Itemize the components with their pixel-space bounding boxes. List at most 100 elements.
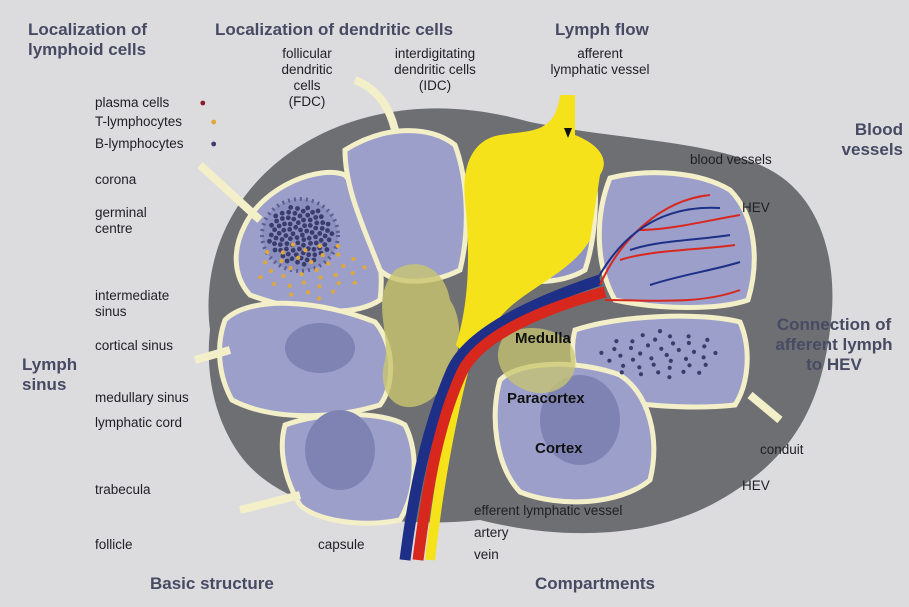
lymphocyte-dot [301,218,306,223]
lymphocyte-dot [297,247,302,252]
lymphocyte-dot [317,296,321,300]
heading-lymph-flow: Lymph flow [555,20,649,40]
lymphocyte-dot [618,354,622,358]
lymphocyte-dot [273,248,278,253]
lymphocyte-dot [295,260,300,265]
lymphocyte-dot [333,273,337,277]
lymphocyte-dot [279,259,283,263]
lymphocyte-dot [639,372,643,376]
lymphocyte-dot [351,271,355,275]
lymphocyte-dot [319,214,324,219]
label-corona: corona [95,172,136,188]
lymphocyte-dot [677,348,681,352]
lymphocyte-dot [211,142,216,147]
lymphocyte-dot [319,275,323,279]
lymphocyte-dot [288,284,292,288]
lymphocyte-dot [301,243,306,248]
lymphocyte-dot [263,260,267,264]
lymphocyte-dot [668,334,672,338]
lymphocyte-dot [631,358,635,362]
lymphocyte-dot [306,252,311,257]
label-fdc: follicular dendritic cells (FDC) [262,46,352,110]
lymphocyte-dot [612,347,616,351]
lymphocyte-dot [301,237,306,242]
lymphocyte-dot [290,256,295,261]
lymphocyte-dot [687,334,691,338]
label-trabecula: trabecula [95,482,151,498]
lymphocyte-dot [300,233,305,238]
lymphocyte-dot [281,250,285,254]
lymphocyte-dot [665,353,669,357]
label-afferent: afferent lymphatic vessel [545,46,655,78]
label-idc: interdigitating dendritic cells (IDC) [380,46,490,94]
lymphocyte-dot [653,338,657,342]
lymphocyte-dot [316,209,321,214]
lymphocyte-dot [211,120,216,125]
lymphocyte-dot [607,359,611,363]
compartment-cortex: Cortex [535,440,583,457]
lymphocyte-dot [278,242,283,247]
follicle-shape [305,410,375,490]
heading-connection: Connection of afferent lymph to HEV [760,315,908,375]
label-lymphatic-cord: lymphatic cord [95,415,182,431]
lymphocyte-dot [681,370,685,374]
lymphocyte-dot [312,247,317,252]
lymphocyte-dot [286,252,291,257]
lymphocyte-dot [641,333,645,337]
lymphocyte-dot [667,375,671,379]
lymphocyte-dot [326,262,330,266]
label-germinal-centre: germinal centre [95,205,147,237]
lymphocyte-dot [296,220,301,225]
lymphocyte-dot [325,228,330,233]
lymphocyte-dot [620,370,624,374]
lymphocyte-dot [310,230,315,235]
lymphocyte-dot [272,282,276,286]
lymphocyte-dot [687,363,691,367]
lymphocyte-dot [277,224,282,229]
lymphocyte-dot [652,363,656,367]
lymphocyte-dot [304,229,309,234]
heading-localization-lymphoid: Localization of lymphoid cells [28,20,147,60]
heading-blood-vessels: Blood vessels [785,120,903,160]
lymphocyte-dot [288,222,293,227]
lymphocyte-dot [317,231,322,236]
lymphocyte-dot [272,241,277,246]
label-hev-top: HEV [742,200,770,216]
lymphocyte-dot [336,253,340,257]
label-conduit: conduit [760,442,804,458]
lymphocyte-dot [323,234,328,239]
lymphocyte-dot [284,233,289,238]
legend-t-lymphocytes: T-lymphocytes [95,114,182,130]
legend-b-lymphocytes: B-lymphocytes [95,136,184,152]
lymphocyte-dot [638,351,642,355]
lymphocyte-dot [669,359,673,363]
lymphocyte-dot [310,210,315,215]
lymphocyte-dot [293,211,298,216]
lymphocyte-dot [705,338,709,342]
lymphocyte-dot [269,223,274,228]
lymphocyte-dot [318,244,322,248]
lymphocyte-dot [327,237,332,242]
lymphocyte-dot [306,290,310,294]
heading-lymph-sinus: Lymph sinus [22,355,77,395]
lymphocyte-dot [308,223,313,228]
label-follicle: follicle [95,537,133,553]
heading-compartments: Compartments [535,574,655,594]
lymphocyte-dot [302,262,307,267]
lymphocyte-dot [313,226,318,231]
lymphocyte-dot [285,259,290,264]
lymphocyte-dot [692,350,696,354]
lymphocyte-dot [319,238,324,243]
lymphocyte-dot [702,355,706,359]
lymphocyte-dot [291,217,296,222]
lymphocyte-dot [307,236,312,241]
lymphocyte-dot [289,266,293,270]
heading-localization-dendritic: Localization of dendritic cells [215,20,453,40]
lymphocyte-dot [326,222,331,227]
lymphocyte-dot [286,215,291,220]
lymphocyte-dot [291,248,296,253]
compartment-medulla: Medulla [515,330,571,347]
lymphocyte-dot [336,244,340,248]
lymphocyte-dot [713,351,717,355]
lymphocyte-dot [273,214,278,219]
